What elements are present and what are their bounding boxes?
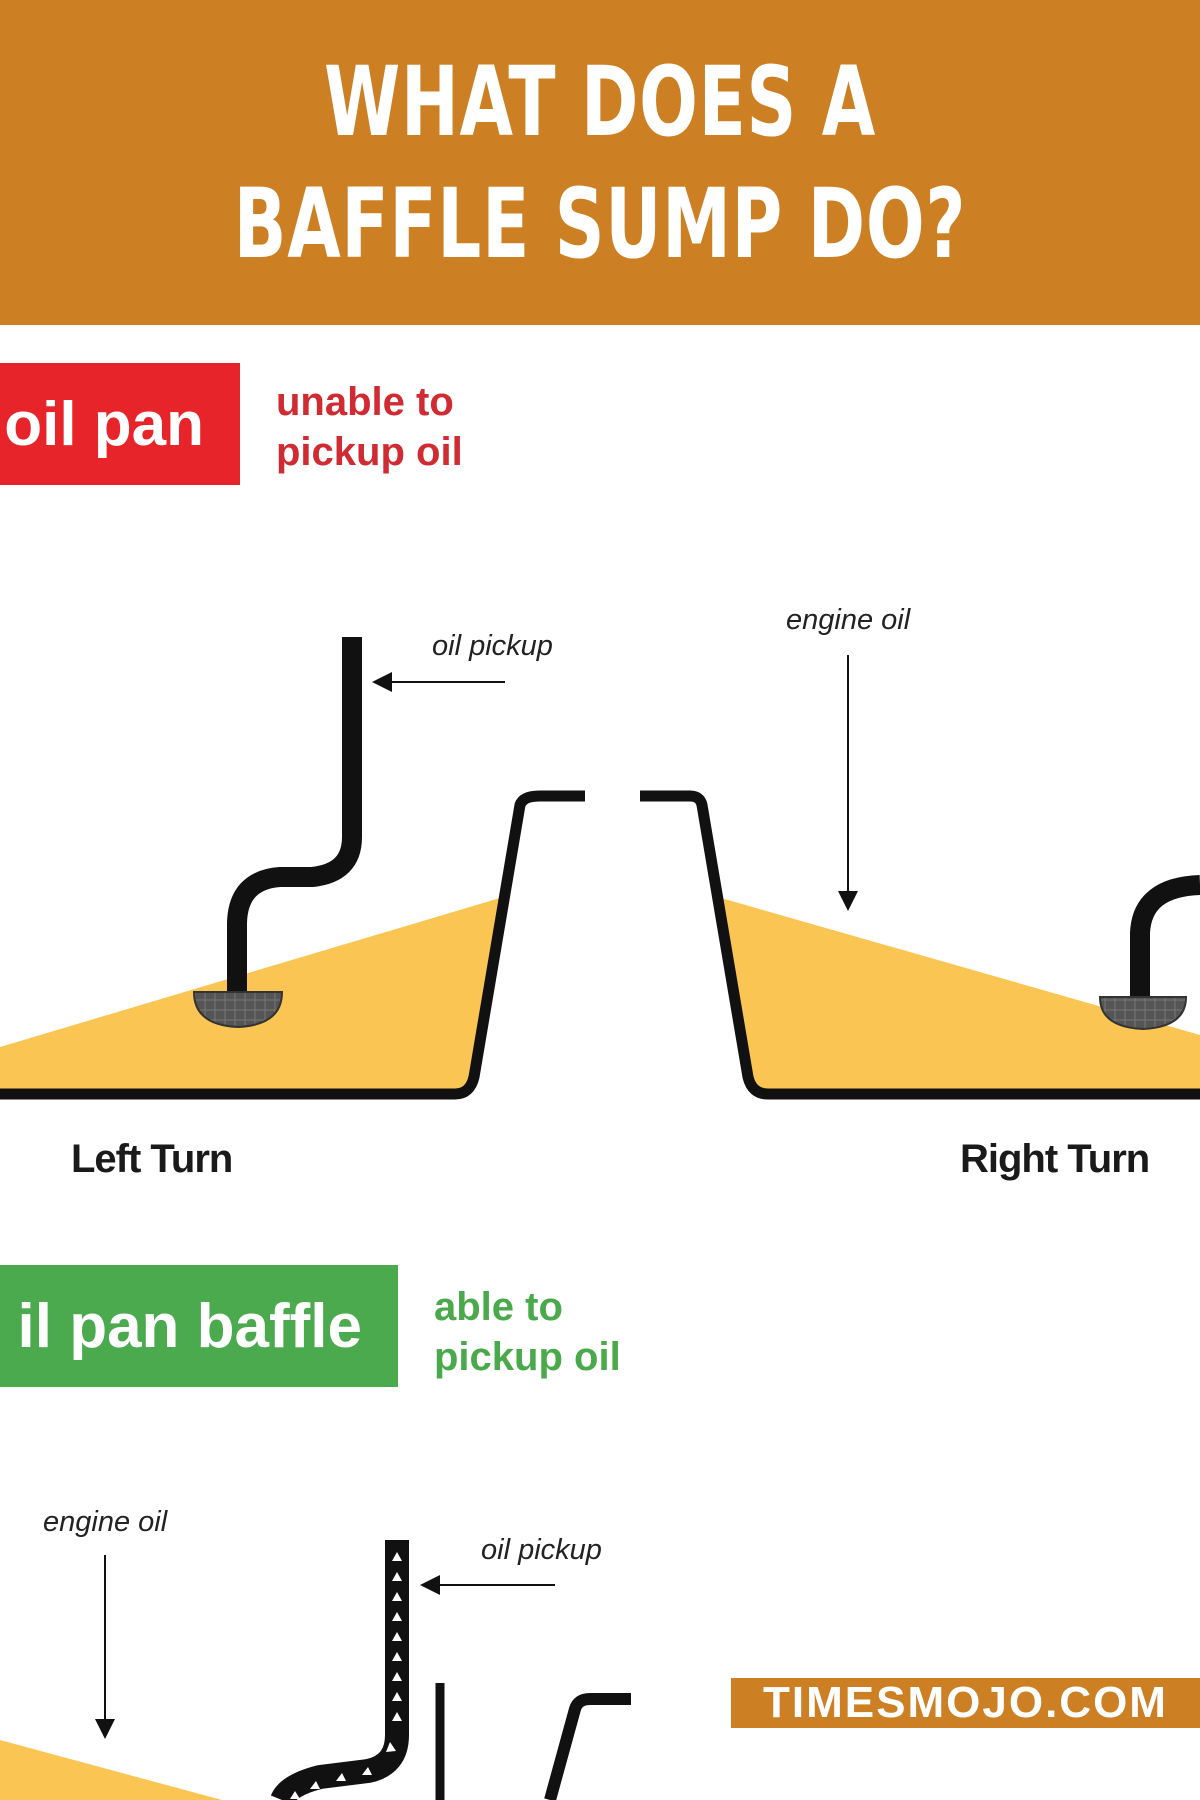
pan-wall-right <box>640 790 1200 1100</box>
right-turn-label: Right Turn <box>960 1137 1150 1181</box>
left-turn-label: Left Turn <box>71 1137 233 1181</box>
page-title: WHAT DOES A BAFFLE SUMP DO? <box>233 45 967 280</box>
baffle-pan <box>0 1540 631 1800</box>
unable-status: unable to pickup oil <box>276 380 463 474</box>
oil-pan-diagram: oil pan unable to pickup oil oil pickup … <box>0 325 1200 1800</box>
oil-pan-tag: oil pan <box>0 363 240 485</box>
able-status: able to pickup oil <box>434 1285 621 1379</box>
watermark-text: TIMESMOJO.COM <box>763 1678 1168 1727</box>
diagram-drawing <box>0 637 1200 1800</box>
oil-pickup-tube-right <box>1130 875 1200 1005</box>
engine-oil-label-bottom: engine oil <box>43 1506 168 1538</box>
right-turn-pan <box>640 655 1200 1100</box>
left-turn-pan <box>0 637 585 1100</box>
oil-pickup-label-top: oil pickup <box>432 630 553 662</box>
oil-pan-tag-label: oil pan <box>4 389 204 459</box>
pickup-screen-left <box>192 991 284 1029</box>
engine-oil-right <box>721 898 1200 1094</box>
engine-oil-label-top: engine oil <box>786 604 911 636</box>
oil-flow-marks <box>290 1552 402 1799</box>
oil-pan-baffle-tag-label: il pan baffle <box>17 1291 362 1361</box>
oil-pickup-label-bottom: oil pickup <box>481 1534 602 1566</box>
engine-oil-baffle <box>0 1740 222 1800</box>
oil-pickup-tube-baffle <box>270 1540 409 1800</box>
site-watermark: TIMESMOJO.COM <box>731 1678 1200 1728</box>
title-banner: WHAT DOES A BAFFLE SUMP DO? <box>0 0 1200 325</box>
oil-pickup-tube-left <box>227 637 362 1005</box>
pan-wall-baffle <box>544 1693 631 1800</box>
pan-wall-left <box>0 790 585 1100</box>
oil-pan-baffle-tag: il pan baffle <box>0 1265 398 1387</box>
pickup-screen-right <box>1098 996 1188 1031</box>
